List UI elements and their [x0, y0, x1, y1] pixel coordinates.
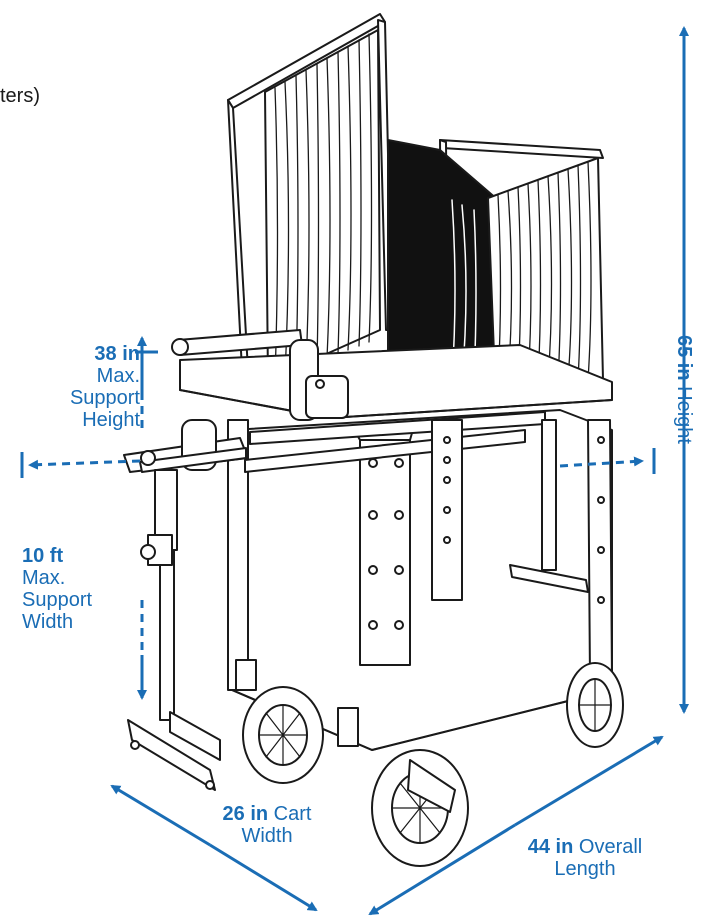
front-leg-center — [359, 439, 411, 666]
overall-length-text-b: Length — [554, 858, 616, 880]
frame-right-top — [439, 139, 604, 159]
support-width-value: 10 ft — [22, 545, 64, 567]
overall-length-text-a: Overall — [578, 836, 643, 858]
overall-height-text: Height — [673, 386, 695, 444]
truncated-caption: ters) — [0, 85, 40, 107]
overall-height-value: 65 in — [673, 335, 695, 381]
length-arrow-b — [368, 823, 516, 916]
support-height-line-3: Height — [82, 409, 140, 431]
frame-left-post — [227, 99, 249, 371]
overall-length-label: 44 in Overall Length — [505, 836, 665, 880]
support-foot — [127, 719, 216, 791]
cart-width-value: 26 in — [222, 803, 269, 825]
support-width-line-1: Max. — [22, 567, 66, 589]
curtain-left — [264, 29, 381, 381]
overall-height-label: 65 in Height — [673, 335, 695, 444]
cart-width-text-b: Width — [241, 825, 293, 847]
support-width-arrow — [28, 459, 141, 470]
length-arrow-a — [514, 735, 664, 827]
cart-width-text-a: Cart — [273, 803, 312, 825]
cart-illustration — [123, 13, 624, 867]
dimension-lines — [20, 26, 689, 916]
wheel-left — [242, 686, 324, 784]
support-height-line-2: Support — [69, 387, 140, 409]
support-height-label: 38 in Max. Support Height — [48, 343, 140, 431]
dark-interior — [387, 139, 499, 381]
wheel-right — [566, 662, 624, 748]
wheel-front — [371, 749, 469, 867]
cart-width-arrow-a — [110, 784, 211, 847]
overall-length-value: 44 in — [527, 836, 574, 858]
support-width-label: 10 ft Max. Support Width — [22, 545, 92, 633]
support-height-line-1: Max. — [96, 365, 140, 387]
support-height-value: 38 in — [94, 343, 140, 365]
support-width-line-3: Width — [22, 611, 74, 633]
cart-width-label: 26 in Cart Width — [212, 803, 322, 847]
support-width-line-2: Support — [22, 589, 93, 611]
cart-width-arrow-b — [209, 843, 318, 912]
